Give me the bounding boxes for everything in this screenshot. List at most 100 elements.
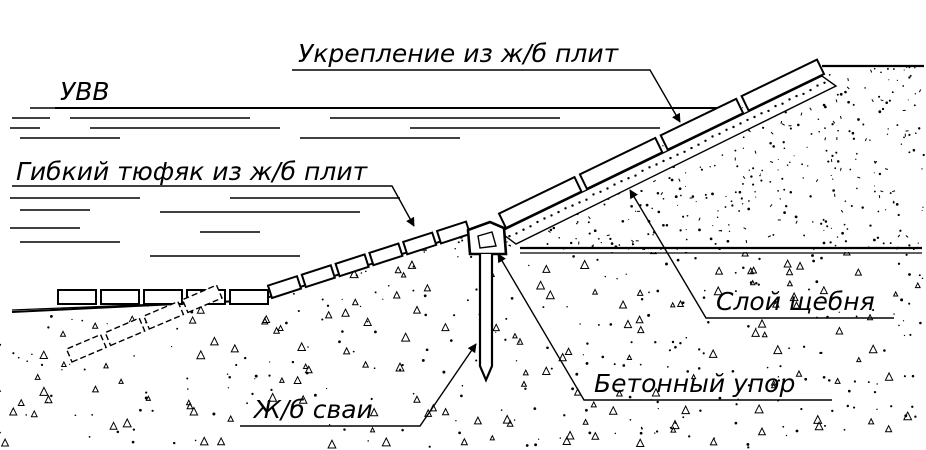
soil-grain [367, 440, 369, 442]
soil-pebble [626, 234, 637, 245]
soil-grain [423, 251, 426, 253]
soil-grain [505, 317, 508, 320]
fill-grain [558, 137, 562, 140]
soil-grain [909, 333, 912, 336]
soil-grain [749, 281, 753, 284]
fill-grain [565, 91, 569, 94]
soil-grain [49, 314, 53, 318]
fill-grain [628, 218, 630, 220]
fill-grain [610, 242, 614, 245]
fill-grain [654, 66, 657, 67]
soil-grain [151, 409, 154, 412]
soil-grain [0, 390, 2, 392]
fill-grain [536, 183, 539, 186]
fill-grain [728, 230, 731, 232]
fill-grain [824, 220, 828, 223]
soil-pebble [189, 406, 199, 416]
fill-grain [597, 148, 601, 152]
soil-grain [204, 232, 207, 235]
fill-grain [880, 190, 884, 193]
fill-grain [851, 131, 855, 135]
fill-grain [857, 118, 860, 121]
gravel-grain [676, 153, 679, 156]
soil-grain [341, 330, 344, 333]
soil-grain [534, 443, 538, 447]
fill-grain [855, 158, 857, 160]
soil-pebble [277, 324, 284, 331]
fill-grain [711, 192, 714, 196]
fill-grain [662, 223, 665, 227]
soil-grain [145, 391, 148, 394]
fill-grain [820, 222, 823, 225]
soil-pebble [522, 369, 529, 376]
fill-grain [802, 177, 804, 179]
soil-grain [424, 295, 426, 298]
soil-grain [243, 356, 247, 360]
fill-grain [844, 200, 847, 202]
soil-grain [679, 341, 682, 345]
soil-grain [26, 360, 29, 363]
soil-pebble [185, 399, 192, 406]
soil-grain [649, 390, 652, 393]
fill-grain [686, 214, 689, 217]
fill-grain [781, 177, 784, 180]
soil-grain [688, 435, 691, 438]
soil-grain [898, 324, 900, 327]
soil-grain [585, 361, 589, 365]
revetment-slab [497, 175, 583, 230]
fill-grain [755, 196, 757, 198]
soil-pebble [813, 414, 823, 424]
soil-grain [401, 428, 404, 432]
soil-pebble [39, 350, 49, 360]
fill-grain [588, 232, 591, 235]
fill-grain [810, 132, 813, 135]
gravel-grain [704, 139, 707, 142]
gravel-grain [774, 104, 777, 108]
soil-pebble [298, 394, 308, 404]
soil-grain [647, 313, 651, 317]
soil-pebble [145, 395, 152, 401]
fill-grain [781, 123, 785, 126]
soil-grain [212, 412, 216, 416]
fill-grain [770, 131, 774, 135]
fill-grain [491, 183, 493, 187]
soil-pebble [44, 394, 53, 404]
soil-grain [902, 320, 905, 322]
gravel-grain [599, 190, 602, 193]
fill-grain [852, 103, 855, 106]
soil-grain [656, 400, 659, 404]
soil-pebble [855, 356, 862, 363]
soil-pebble [754, 403, 764, 414]
fill-grain [730, 200, 733, 203]
fill-grain [748, 200, 750, 202]
soil-pebble [407, 259, 417, 269]
fill-grain [646, 62, 647, 63]
fill-grain [728, 224, 730, 226]
gravel-grain [802, 92, 805, 96]
fill-grain [742, 176, 746, 180]
fill-grain [914, 66, 916, 69]
soil-grain [461, 384, 464, 387]
fill-grain [685, 238, 688, 241]
soil-grain [186, 273, 190, 277]
soil-grain [466, 299, 469, 302]
fill-grain [631, 239, 635, 243]
soil-pebble [591, 431, 600, 440]
soil-pebble [670, 426, 677, 433]
fill-grain [873, 185, 875, 187]
fill-grain [780, 120, 783, 125]
soil-grain [838, 311, 840, 313]
soil-grain [128, 285, 131, 288]
soil-grain [757, 283, 760, 286]
water-lines [10, 107, 720, 257]
fill-grain [659, 76, 661, 79]
soil-grain [559, 437, 562, 439]
flexible-mattress [57, 289, 269, 305]
soil-grain [734, 421, 738, 425]
fill-grain [591, 245, 594, 248]
gravel-grain [739, 122, 742, 125]
gravel-grain [809, 88, 812, 92]
fill-grain [777, 158, 779, 161]
fill-grain [734, 191, 737, 194]
soil-grain [46, 401, 49, 404]
